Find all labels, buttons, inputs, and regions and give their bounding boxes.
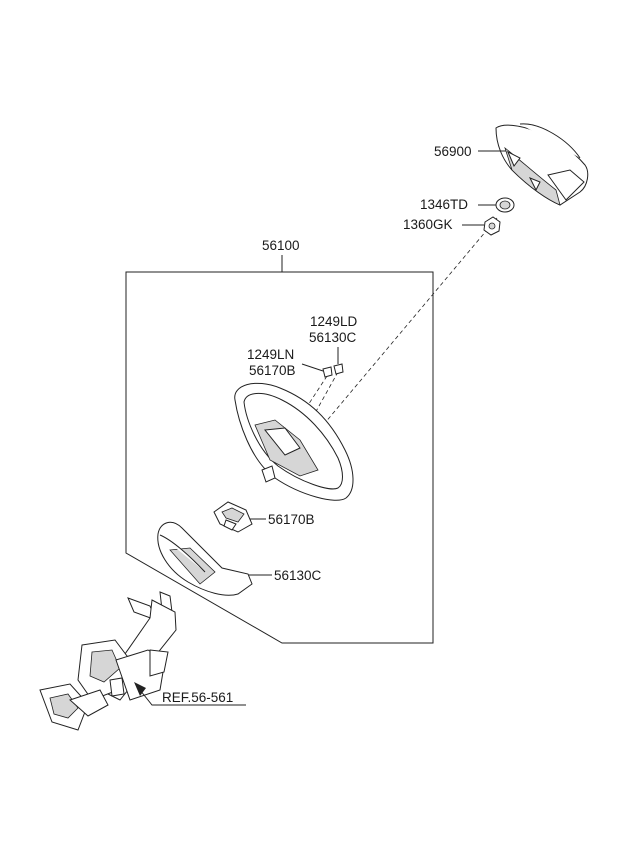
label-56100: 56100 [262, 238, 300, 253]
label-1360gk: 1360GK [403, 217, 453, 232]
steering-column-drawing [39, 591, 177, 731]
switch-56170b-drawing [213, 501, 253, 533]
axis-line-airbag [297, 217, 498, 456]
label-56130c-lower: 56130C [274, 568, 322, 583]
bolt-1346td-drawing [495, 197, 515, 213]
label-56170b-upper: 56170B [249, 363, 296, 378]
ref-arrow [134, 682, 246, 706]
airbag-module-drawing [495, 123, 589, 206]
label-1249ld: 1249LD [310, 314, 358, 329]
label-56900: 56900 [434, 144, 472, 159]
steering-wheel-drawing [234, 382, 354, 501]
assembly-bracket [125, 255, 434, 644]
nut-1360gk-drawing [483, 216, 501, 236]
label-1346td: 1346TD [420, 197, 468, 212]
label-56130c-upper: 56130C [309, 330, 357, 345]
label-1249ln: 1249LN [247, 347, 294, 362]
label-ref-56-561[interactable]: REF.56-561 [162, 690, 233, 705]
screw-1249ln-drawing [322, 366, 333, 378]
lower-cover-56130c-drawing [157, 521, 253, 596]
screw-1249ld-drawing [333, 363, 344, 375]
leader-56170b-upper [301, 363, 324, 372]
label-56170b-lower: 56170B [268, 512, 315, 527]
